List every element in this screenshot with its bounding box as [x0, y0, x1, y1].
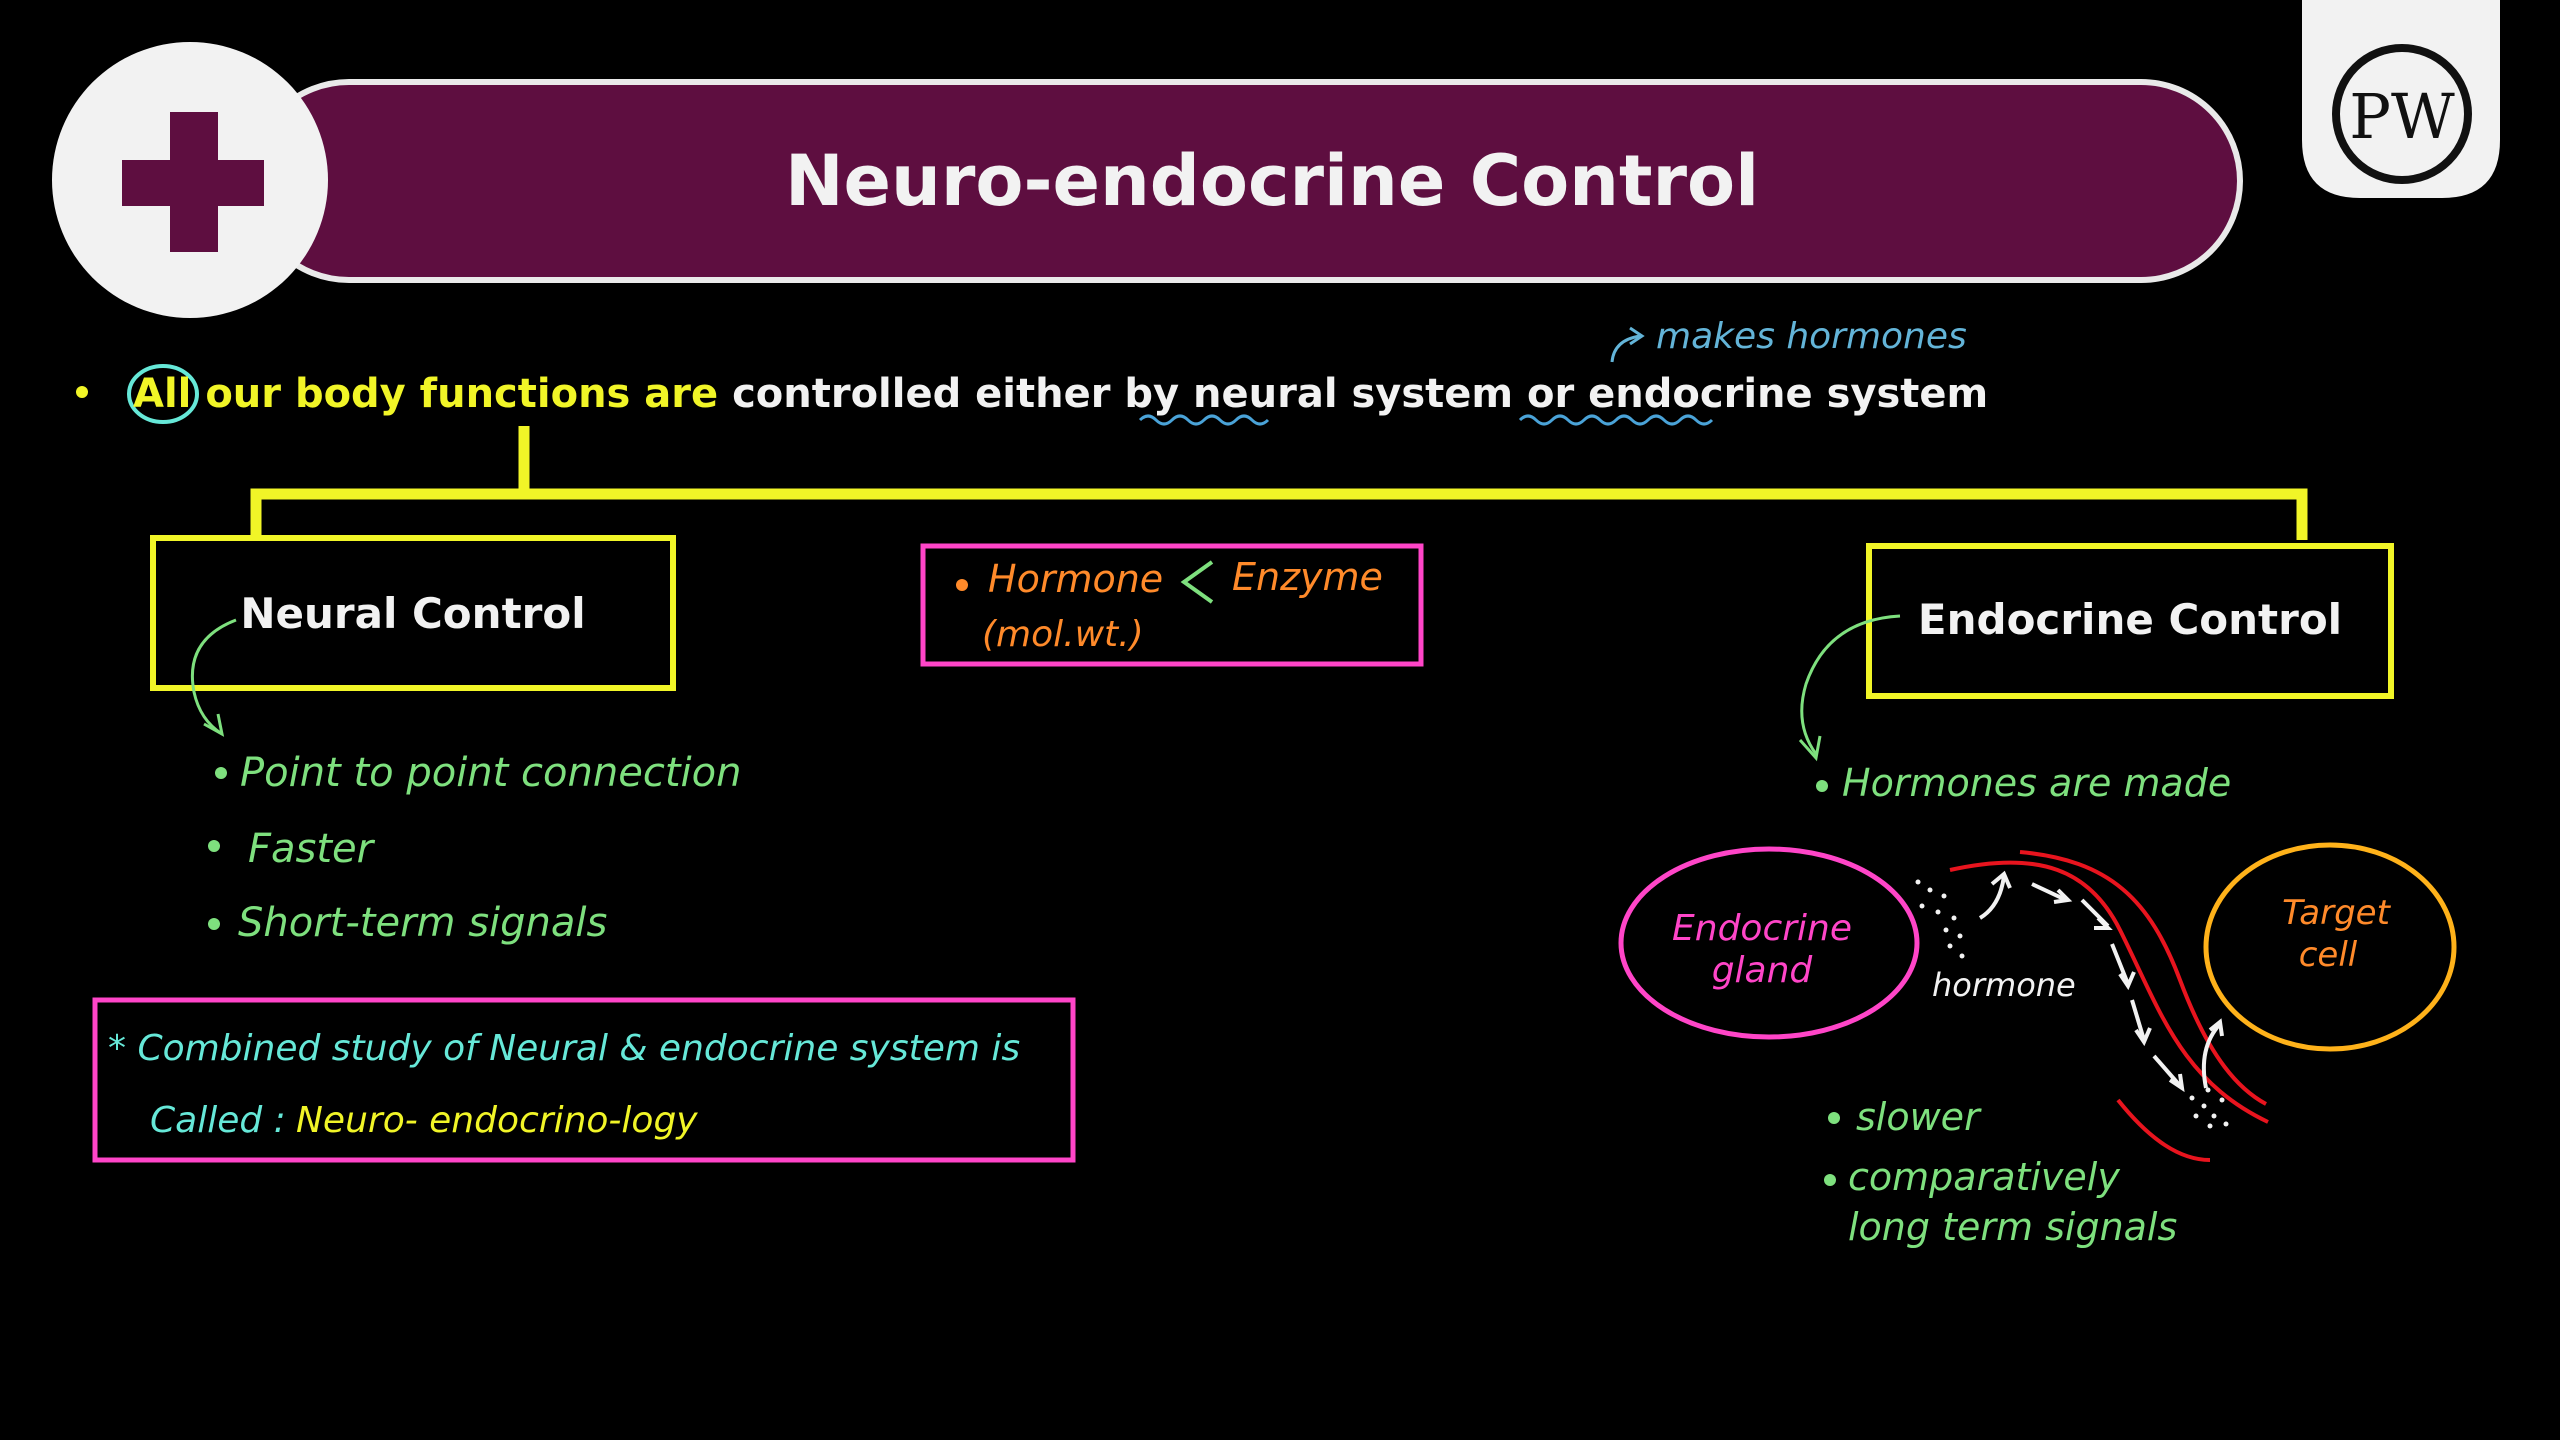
neural-word: neural — [1193, 371, 1338, 417]
hormone-flow-arrows — [1978, 870, 2224, 1093]
curved-arrow-head — [203, 713, 225, 737]
endocrine-gland-label-2: gland — [1712, 950, 1814, 991]
endocrine-control-title: Endocrine Control — [1918, 595, 2342, 644]
curved-arrow — [190, 618, 237, 736]
neural-control-section: Neural Control Point to point connection… — [150, 535, 741, 946]
target-cell-label-2: cell — [2299, 935, 2358, 975]
medical-plus-icon — [52, 42, 328, 318]
neural-point-3: Short-term signals — [238, 900, 607, 946]
hormone-dots-gland — [1915, 879, 1965, 959]
endocrine-point-made: Hormones are made — [1842, 761, 2231, 805]
neural-control-box — [150, 535, 676, 691]
svg-text:All our body functions: All our body functions are controlled ei… — [133, 371, 1988, 417]
circled-word: All — [133, 371, 191, 417]
header-banner: Neuro-endocrine Control — [247, 79, 2243, 283]
note-enzyme: Enzyme — [1232, 555, 1383, 599]
circle-highlight — [127, 364, 199, 424]
hormone-enzyme-note: Hormone Enzyme (mol.wt.) — [920, 543, 1424, 667]
bullet — [76, 386, 88, 398]
endocrine-gland-label-1: Endocrine — [1672, 908, 1852, 949]
neural-control-title: Neural Control — [240, 589, 585, 638]
bullet — [956, 579, 968, 591]
bullet — [1828, 1112, 1840, 1124]
curved-arrow-head — [1798, 735, 1822, 762]
annotation-arrow — [1610, 334, 1641, 363]
annotation-arrow-head — [1629, 326, 1645, 346]
page-title: Neuro-endocrine Control — [785, 140, 1759, 222]
combined-note-term: Neuro- endocrino-logy — [296, 1100, 698, 1141]
annotation-text: makes hormones — [1656, 316, 1967, 357]
pw-logo: PW — [2302, 0, 2500, 198]
logo-text: PW — [2349, 80, 2455, 153]
combined-note-box — [92, 997, 1076, 1163]
combined-study-note: * Combined study of Neural & endocrine s… — [92, 997, 1076, 1163]
curved-arrow — [1800, 614, 1901, 755]
combined-note-called: Called : — [150, 1100, 286, 1141]
bullet — [208, 918, 220, 930]
target-cell-label-1: Target — [2282, 893, 2392, 933]
hormone-label: hormone — [1932, 966, 2076, 1004]
intro-statement: All our body functions are controlled ei… — [76, 316, 1988, 426]
endocrine-point-comparatively: comparatively — [1848, 1155, 2120, 1199]
blood-vessel-wall-3 — [2116, 1098, 2211, 1162]
target-cell-circle — [2203, 842, 2457, 1052]
bullet — [1816, 780, 1828, 792]
less-than-sign — [1180, 560, 1214, 604]
neural-point-1: Point to point connection — [240, 750, 741, 796]
intro-text-3: system — [1827, 371, 1989, 417]
endocrine-word: endocrine — [1588, 371, 1812, 417]
blood-vessel-wall-2 — [2019, 850, 2267, 1106]
note-molwt: (mol.wt.) — [982, 614, 1144, 655]
wavy-underline-endocrine — [1518, 414, 1714, 426]
bullet — [1824, 1174, 1836, 1186]
endocrine-control-section: Endocrine Control Hormones are made Endo… — [1618, 543, 2457, 1249]
connector-lines — [250, 426, 2308, 540]
note-box — [920, 543, 1424, 667]
neural-point-2: Faster — [248, 826, 376, 872]
wavy-underline-neural — [1138, 414, 1270, 426]
intro-yellow-text: our body functions are — [205, 371, 718, 417]
intro-text-1: controlled either by — [732, 371, 1193, 417]
endocrine-gland-circle — [1618, 846, 1920, 1040]
note-hormone: Hormone — [988, 557, 1163, 601]
hormone-dots-target — [2189, 1087, 2229, 1129]
intro-text-2: system or — [1351, 371, 1588, 417]
bullet — [208, 840, 220, 852]
combined-note-line1: * Combined study of Neural & endocrine s… — [108, 1028, 1020, 1069]
endocrine-point-long-term: long term signals — [1848, 1205, 2177, 1249]
endocrine-point-slower: slower — [1856, 1095, 1982, 1139]
bullet — [215, 767, 227, 779]
